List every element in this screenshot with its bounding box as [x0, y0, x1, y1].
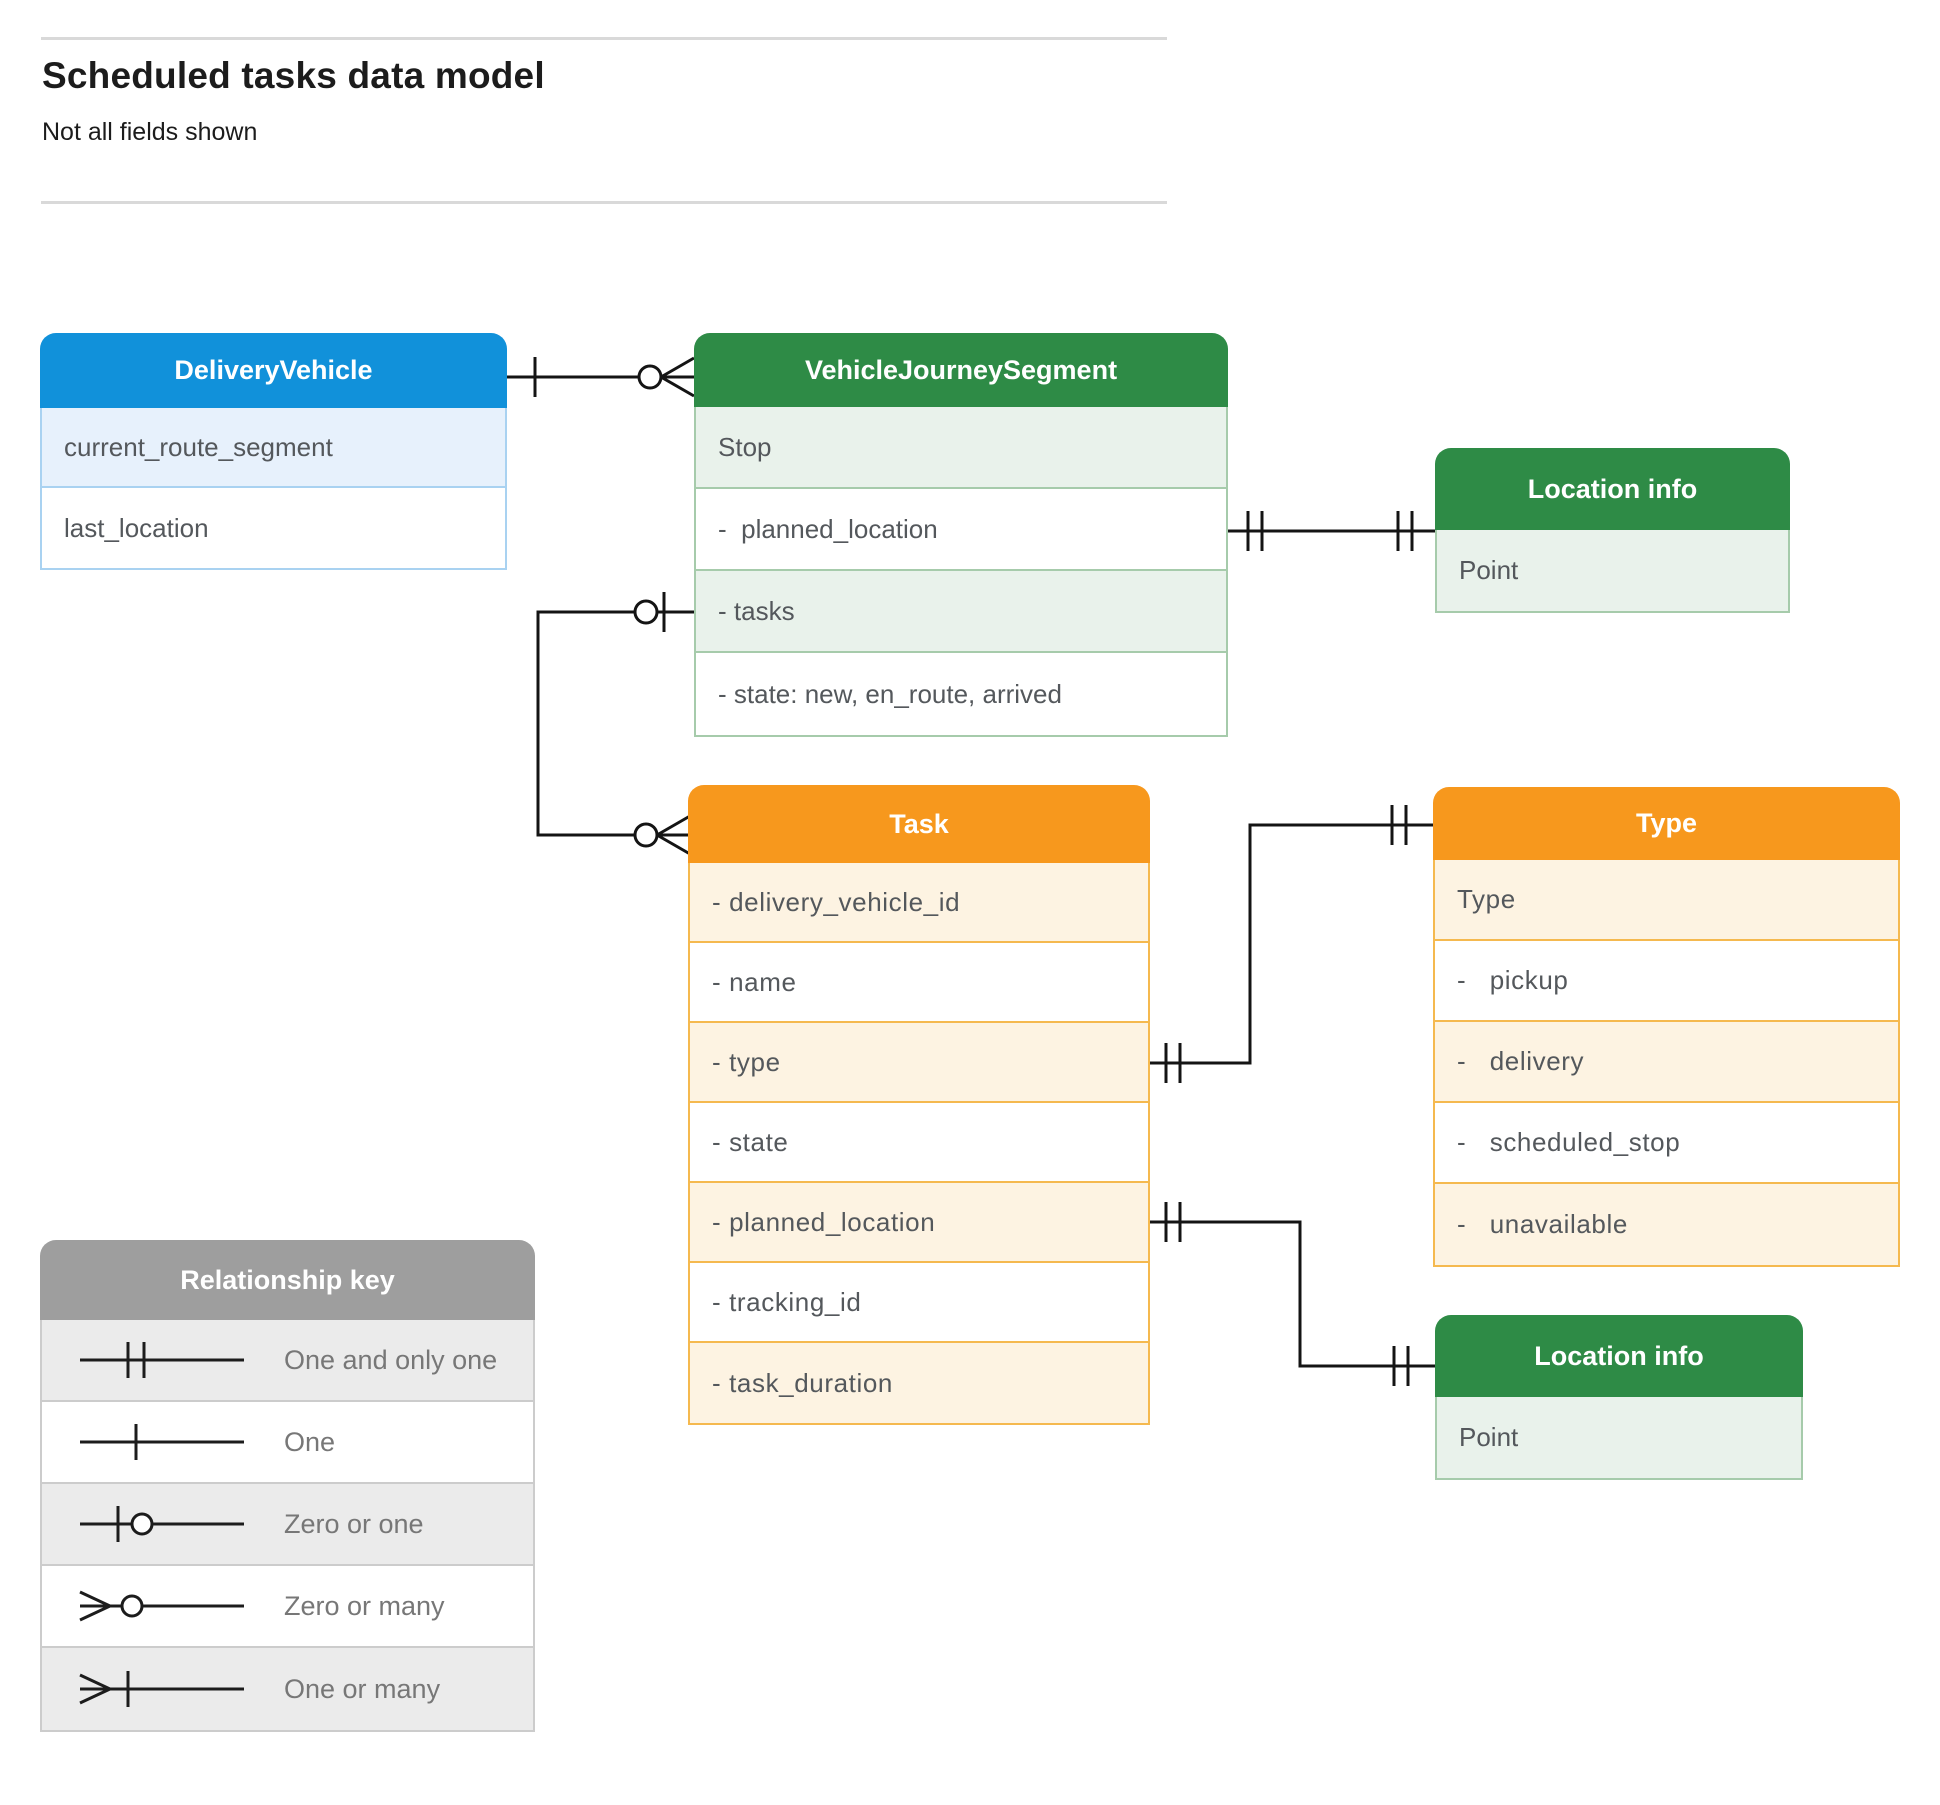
legend-item: One and only one [42, 1320, 533, 1402]
entity-header: Task [688, 785, 1150, 863]
legend-label: One [284, 1426, 336, 1457]
field-row: - unavailable [1435, 1184, 1898, 1265]
legend-label: Zero or many [284, 1590, 445, 1621]
legend-item: Zero or many [42, 1566, 533, 1648]
field-row: - delivery_vehicle_id [690, 863, 1148, 943]
field-row: last_location [42, 488, 505, 568]
legend-label: One or many [284, 1673, 441, 1704]
field-row: - tasks [696, 571, 1226, 653]
field-row: current_route_segment [42, 408, 505, 488]
field-row: - type [690, 1023, 1148, 1103]
entity-location-info-top: Location info Point [1435, 448, 1790, 613]
legend-label: One and only one [284, 1344, 498, 1375]
field-row: - scheduled_stop [1435, 1103, 1898, 1184]
entity-task: Task - delivery_vehicle_id - name - type… [688, 785, 1150, 1425]
legend-relationship-key: Relationship key One and only one One Ze… [40, 1240, 535, 1732]
field-row: - state: new, en_route, arrived [696, 653, 1226, 735]
legend-item: One or many [42, 1648, 533, 1730]
field-row: - task_duration [690, 1343, 1148, 1423]
rel-type-to-type-entity [1150, 805, 1433, 1083]
entity-header: Type [1433, 787, 1900, 860]
legend-header: Relationship key [40, 1240, 535, 1320]
field-row: - state [690, 1103, 1148, 1183]
field-row: - delivery [1435, 1022, 1898, 1103]
field-row: Point [1437, 1397, 1801, 1478]
entity-delivery-vehicle: DeliveryVehicle current_route_segment la… [40, 333, 507, 570]
field-row: Point [1437, 530, 1788, 611]
legend-item: Zero or one [42, 1484, 533, 1566]
divider-top [41, 37, 1167, 40]
rel-deliveryvehicle-to-vehiclejourneysegment [507, 356, 695, 398]
zero-or-one-symbol [80, 1506, 244, 1542]
entity-header: DeliveryVehicle [40, 333, 507, 408]
one-symbol [80, 1424, 244, 1460]
legend-label: Zero or one [284, 1508, 424, 1539]
legend-item: One [42, 1402, 533, 1484]
field-row: - planned_location [690, 1183, 1148, 1263]
entity-type: Type Type - pickup - delivery - schedule… [1433, 787, 1900, 1267]
rel-plannedlocation-to-locationinfo-top [1228, 511, 1435, 551]
divider-bottom [41, 201, 1167, 204]
field-row: - planned_location [696, 489, 1226, 571]
field-row: Stop [696, 407, 1226, 489]
entity-vehicle-journey-segment: VehicleJourneySegment Stop - planned_loc… [694, 333, 1228, 737]
one-or-many-symbol [79, 1671, 244, 1707]
field-row: - tracking_id [690, 1263, 1148, 1343]
entity-header: Location info [1435, 448, 1790, 530]
rel-plannedlocation-to-locationinfo-bottom [1150, 1202, 1435, 1386]
field-row: Type [1435, 860, 1898, 941]
page-subtitle: Not all fields shown [42, 118, 258, 146]
entity-header: Location info [1435, 1315, 1803, 1397]
entity-header: VehicleJourneySegment [694, 333, 1228, 407]
field-row: - pickup [1435, 941, 1898, 1022]
rel-tasks-to-task [536, 592, 694, 856]
field-row: - name [690, 943, 1148, 1023]
one-and-only-one-symbol [80, 1342, 244, 1378]
entity-location-info-bottom: Location info Point [1435, 1315, 1803, 1480]
page-title: Scheduled tasks data model [42, 55, 545, 96]
zero-or-many-symbol [79, 1590, 244, 1622]
